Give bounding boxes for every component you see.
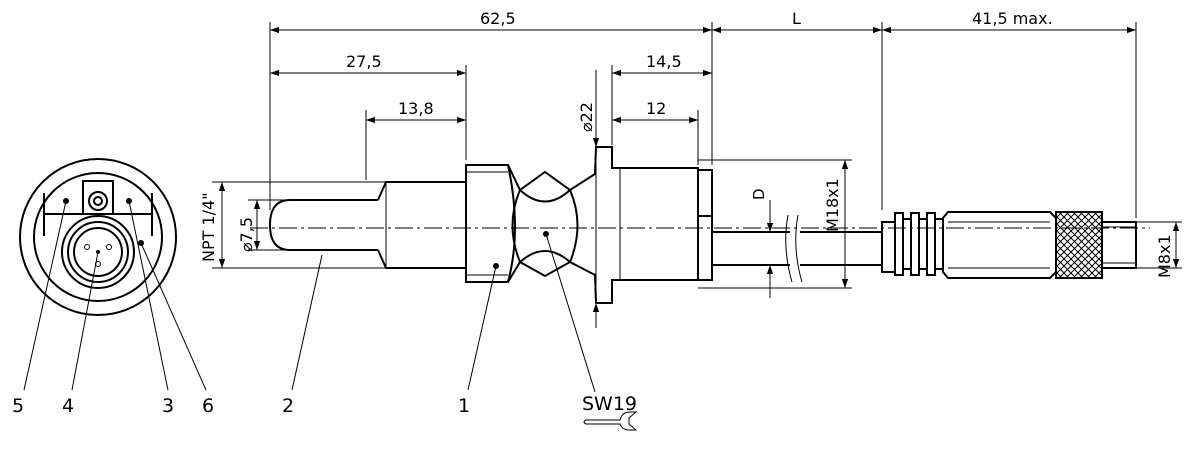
callout-sw19: SW19 — [582, 393, 637, 415]
dim-body-rear: 14,5 — [646, 52, 682, 71]
dim-connector-length: 41,5 max. — [972, 9, 1053, 28]
dim-npt-thread: NPT 1/4" — [199, 192, 218, 262]
dimension-lines — [212, 22, 1182, 328]
dim-flange-diameter: ⌀22 — [577, 102, 596, 132]
dim-cable-diameter: D — [750, 188, 768, 200]
dim-m18-thread: M18x1 — [823, 178, 842, 232]
callout-2: 2 — [282, 395, 294, 417]
callout-5: 5 — [12, 395, 24, 417]
dim-overall-length: 62,5 — [480, 9, 516, 28]
callout-4: 4 — [62, 395, 74, 417]
wrench-icon — [583, 411, 638, 431]
front-view — [19, 158, 207, 391]
callout-leaders — [291, 231, 596, 393]
dim-shank: 13,8 — [398, 99, 434, 118]
dim-m18-thread-length: 12 — [646, 99, 666, 118]
side-view-body — [250, 146, 1150, 304]
dim-cable-length: L — [792, 9, 801, 28]
dim-tip-diameter: ⌀7,5 — [237, 217, 256, 252]
callout-1: 1 — [458, 395, 470, 417]
callout-3: 3 — [162, 395, 174, 417]
callout-6: 6 — [202, 395, 214, 417]
dim-m8-thread: M8x1 — [1155, 234, 1174, 278]
dim-thread-to-body: 27,5 — [346, 52, 382, 71]
